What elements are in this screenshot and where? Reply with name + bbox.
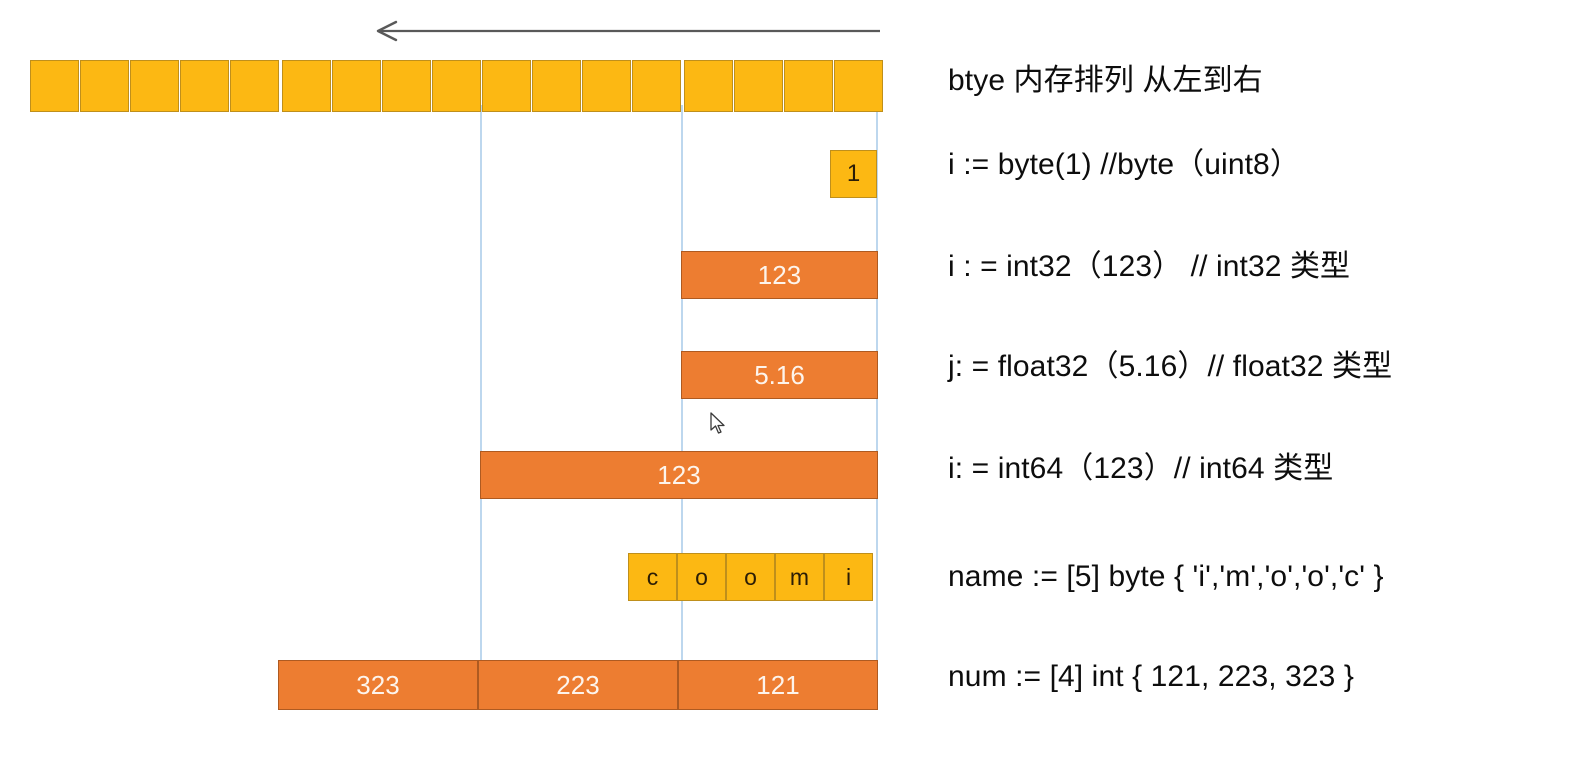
byte-cell [282, 60, 331, 112]
byte-value-box: 1 [830, 150, 877, 198]
guide-line-middle [681, 105, 683, 710]
byte-cell [80, 60, 129, 112]
name-byte-cell: o [726, 553, 775, 601]
direction-arrow [370, 18, 882, 44]
byte-cell [482, 60, 531, 112]
byte-cell [382, 60, 431, 112]
num-segment: 323 [278, 660, 478, 710]
num-segment: 121 [678, 660, 878, 710]
caption-num-array: num := [4] int { 121, 223, 323 } [948, 660, 1355, 693]
byte-cell [230, 60, 279, 112]
byte-cell [130, 60, 179, 112]
left-arrow-icon [376, 20, 880, 42]
name-byte-cell: m [775, 553, 824, 601]
caption-name-array: name := [5] byte { 'i','m','o','o','c' } [948, 560, 1384, 593]
byte-cell [784, 60, 833, 112]
byte-cell [834, 60, 883, 112]
byte-cell [432, 60, 481, 112]
caption-float32: j: = float32（5.16）// float32 类型 [948, 350, 1393, 383]
byte-memory-strip [30, 60, 884, 112]
name-byte-cell: i [824, 553, 873, 601]
name-byte-cell: c [628, 553, 677, 601]
byte-array-name-row: c o o m i [628, 553, 873, 601]
num-segment: 223 [478, 660, 678, 710]
guide-line-left [480, 105, 482, 710]
guide-line-right [876, 105, 878, 710]
caption-byte: i := byte(1) //byte（uint8） [948, 148, 1300, 181]
mouse-pointer-icon [710, 412, 725, 434]
name-byte-cell: o [677, 553, 726, 601]
caption-title: btye 内存排列 从左到右 [948, 64, 1263, 97]
int64-value-bar: 123 [480, 451, 878, 499]
byte-cell [532, 60, 581, 112]
byte-cell [30, 60, 79, 112]
byte-cell [734, 60, 783, 112]
byte-cell [332, 60, 381, 112]
caption-int64: i: = int64（123）// int64 类型 [948, 452, 1334, 485]
byte-cell [180, 60, 229, 112]
int-array-num-row: 323 223 121 [278, 660, 878, 710]
byte-cell [582, 60, 631, 112]
byte-cell [632, 60, 681, 112]
int32-value-bar: 123 [681, 251, 878, 299]
float32-value-bar: 5.16 [681, 351, 878, 399]
byte-cell [684, 60, 733, 112]
caption-int32: i : = int32（123） // int32 类型 [948, 250, 1351, 283]
